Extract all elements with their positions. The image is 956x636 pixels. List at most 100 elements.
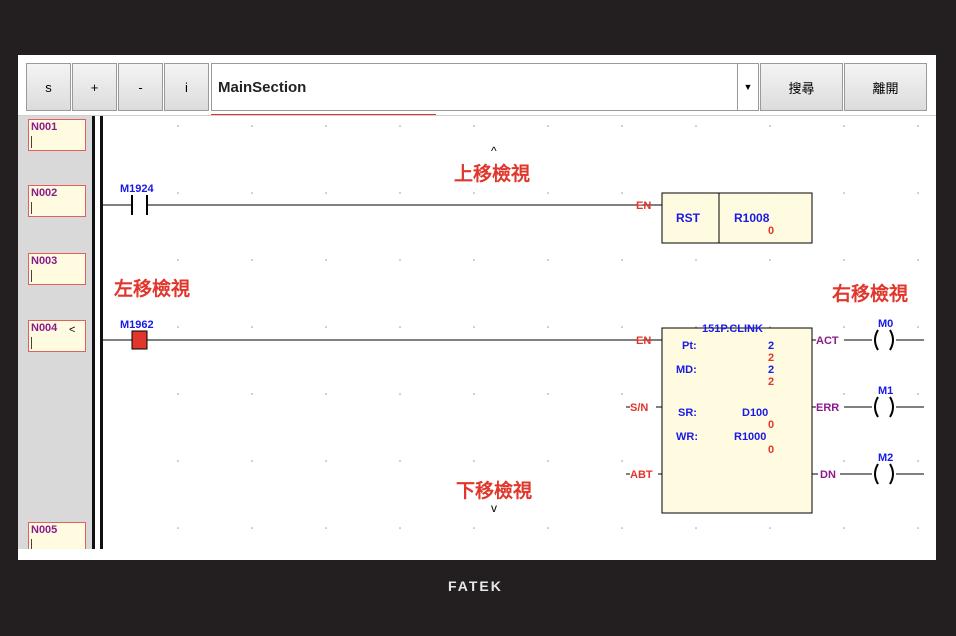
grid-dot (621, 192, 623, 194)
grid-dot (621, 393, 623, 395)
grid-dot (917, 125, 919, 127)
network-box[interactable]: N001 (28, 119, 86, 151)
zoom-out-button[interactable]: - (118, 63, 163, 111)
grid-dot (695, 527, 697, 529)
grid-dot (621, 125, 623, 127)
info-button[interactable]: i (164, 63, 209, 111)
grid-dot (547, 460, 549, 462)
scroll-right-hint[interactable]: 右移檢視 (832, 284, 909, 305)
grid-dot (325, 259, 327, 261)
input-pin-en: EN (636, 335, 651, 347)
param-label: WR: (676, 431, 698, 443)
text-cursor (31, 539, 32, 549)
clink-block (661, 327, 813, 514)
grid-dot (325, 527, 327, 529)
grid-dot (621, 527, 623, 529)
grid-dot (695, 125, 697, 127)
power-rail (100, 116, 103, 549)
grid-dot (399, 259, 401, 261)
scroll-down-hint[interactable]: 下移檢視 (456, 481, 533, 502)
network-box[interactable]: N002 (28, 185, 86, 217)
section-select[interactable]: MainSection ▼ (211, 63, 759, 111)
grid-dot (473, 527, 475, 529)
chevron-down-icon[interactable]: ▼ (737, 64, 758, 110)
grid-dot (473, 259, 475, 261)
param-value: 2 (768, 340, 774, 352)
search-button[interactable]: 搜尋 (760, 63, 843, 111)
grid-dot (177, 192, 179, 194)
block-title: 151P.CLINK (702, 323, 763, 335)
coil-address: M0 (878, 318, 893, 330)
network-box[interactable]: N004 < (28, 320, 86, 352)
grid-dot (917, 393, 919, 395)
grid-dot (917, 192, 919, 194)
output-pin-dn: DN (820, 469, 836, 481)
grid-dot (325, 125, 327, 127)
scroll-up-hint[interactable]: 上移檢視 (454, 164, 531, 185)
grid-dot (325, 326, 327, 328)
grid-dot (325, 393, 327, 395)
scroll-down-arrow-icon[interactable]: v (491, 501, 497, 515)
grid-dot (177, 393, 179, 395)
rst-block (661, 192, 813, 244)
operand-index: 0 (768, 225, 774, 237)
grid-dot (769, 527, 771, 529)
grid-dot (251, 192, 253, 194)
grid-dot (917, 527, 919, 529)
coil-m2 (874, 463, 924, 485)
grid-dot (399, 125, 401, 127)
network-label: N002 (31, 187, 58, 199)
network-label: N003 (31, 255, 58, 267)
contact-address: M1924 (120, 183, 155, 195)
grid-dot (251, 527, 253, 529)
grid-dot (251, 326, 253, 328)
grid-dot (547, 393, 549, 395)
output-pin-err: ERR (816, 402, 839, 414)
network-marker: < (69, 324, 76, 336)
grid-dot (325, 460, 327, 462)
grid-dot (843, 259, 845, 261)
exit-button[interactable]: 離開 (844, 63, 927, 111)
grid-dot (547, 125, 549, 127)
s-button[interactable]: s (26, 63, 71, 111)
input-pin-abt: ABT (630, 469, 653, 481)
grid-dot (843, 393, 845, 395)
contact-active (131, 330, 148, 350)
text-cursor (31, 202, 32, 214)
text-cursor (31, 136, 32, 148)
grid-dot (547, 326, 549, 328)
grid-dot (399, 393, 401, 395)
grid-dot (917, 259, 919, 261)
param-label: SR: (678, 407, 697, 419)
network-box[interactable]: N003 (28, 253, 86, 285)
contact-address: M1962 (120, 319, 154, 331)
grid-dot (325, 192, 327, 194)
section-name: MainSection (218, 79, 307, 96)
scroll-left-hint[interactable]: 左移檢視 (114, 279, 191, 300)
param-value: D100 (742, 407, 768, 419)
network-label: N005 (31, 524, 58, 536)
grid-dot (843, 326, 845, 328)
coil-m0 (874, 329, 924, 351)
grid-dot (473, 125, 475, 127)
param-index: 2 (768, 352, 774, 364)
ladder-diagram[interactable]: N001 N002 N003 N004 < N005 (18, 115, 936, 549)
grid-dot (621, 460, 623, 462)
scroll-up-arrow-icon[interactable]: ^ (491, 144, 497, 158)
grid-dot (399, 527, 401, 529)
input-pin-sn: S/N (630, 402, 648, 414)
function-name: RST (676, 211, 701, 225)
network-box[interactable]: N005 (28, 522, 86, 549)
grid-dot (177, 326, 179, 328)
grid-dot (473, 192, 475, 194)
zoom-in-button[interactable]: + (72, 63, 117, 111)
param-label: MD: (676, 364, 697, 376)
param-label: Pt: (682, 340, 697, 352)
operand: R1008 (734, 211, 770, 225)
power-rail (92, 116, 95, 549)
grid-dot (769, 326, 771, 328)
grid-dot (251, 393, 253, 395)
param-index: 2 (768, 376, 774, 388)
grid-dot (843, 192, 845, 194)
grid-dot (621, 259, 623, 261)
